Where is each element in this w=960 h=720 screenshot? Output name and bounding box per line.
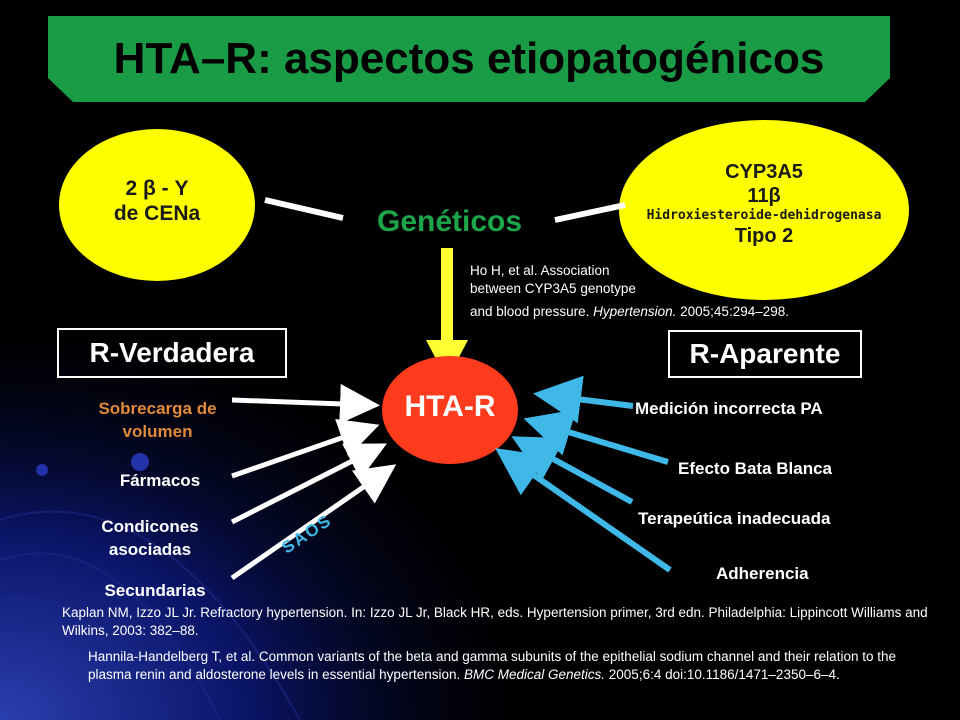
left-oval-line2: de CENa: [113, 202, 201, 226]
ho-citation-line1: Ho H, et al. Association: [470, 263, 610, 278]
ho-citation-journal: Hypertension.: [593, 304, 677, 320]
decor-dot: [36, 464, 48, 476]
yellow-arrow-shaft: [441, 248, 453, 340]
ho-citation-suffix: 2005;45:294–298.: [676, 304, 789, 320]
left-oval: [59, 129, 255, 281]
right-oval-text: CYP3A5 11β Hidroxiesteroide-dehidrogenas…: [620, 160, 908, 248]
arrow-bata: [523, 409, 669, 465]
title-banner: [48, 16, 890, 102]
reference-hannila-journal: BMC Medical Genetics.: [463, 666, 606, 682]
connector-right: [554, 202, 626, 223]
left-oval-line1: 2 β - Y: [125, 177, 189, 200]
left-oval-text: 2 β - Y de CENa: [82, 176, 232, 226]
item-condiciones-line1: Condicones: [101, 517, 199, 536]
right-oval-line4: Tipo 2: [734, 224, 794, 247]
right-oval-line3: Hidroxiesteroide-dehidrogenasa: [646, 208, 882, 223]
connector-left: [264, 197, 344, 221]
page-title: HTA–R: aspectos etiopatogénicos: [113, 34, 825, 83]
r-aparente-header: R-Aparente: [668, 330, 862, 378]
right-oval-line2: 11β: [747, 185, 781, 207]
item-medicion: Medición incorrecta PA: [635, 399, 823, 418]
item-sobrecarga-line2: volumen: [122, 421, 193, 441]
item-sobrecarga-line1: Sobrecarga de: [98, 399, 217, 418]
genetics-label: Genéticos: [377, 205, 523, 238]
right-arrows: [495, 375, 672, 573]
arrow-sobrecarga: [231, 383, 380, 424]
reference-hannila: Hannila-Handelberg T, et al. Common vari…: [88, 648, 918, 683]
item-farmacos-line1: Fármacos: [119, 471, 201, 490]
center-label: HTA-R: [404, 390, 496, 423]
decor-streaks: [0, 510, 301, 720]
item-secundarias: Secundarias: [80, 580, 230, 603]
ho-citation-line3: and blood pressure. Hypertension. 2005;4…: [470, 303, 870, 321]
arrow-farmacos: [231, 418, 380, 479]
arrow-adherencia: [495, 448, 672, 573]
center-circle: [382, 356, 518, 464]
item-terapeutica: Terapeútica inadecuada: [638, 509, 831, 528]
item-adherencia: Adherencia: [716, 564, 809, 583]
reference-kaplan: Kaplan NM, Izzo JL Jr. Refractory hypert…: [62, 605, 928, 638]
arrow-medicion: [533, 375, 634, 424]
item-sobrecarga: Sobrecarga de volumen: [70, 398, 245, 444]
ho-citation-line2: between CYP3A5 genotype: [470, 280, 636, 296]
right-oval: [619, 120, 909, 300]
reference-hannila-suffix: 2005;6:4 doi:10.1186/1471–2350–6–4.: [605, 666, 840, 682]
item-condiciones: Condicones asociadas: [75, 516, 225, 562]
right-oval-line1: CYP3A5: [725, 161, 803, 183]
arrow-condiciones: [230, 443, 387, 525]
ho-citation: Ho H, et al. Association between CYP3A5 …: [470, 262, 870, 321]
item-condiciones-line2: asociadas: [108, 539, 192, 559]
left-arrows: [230, 383, 397, 581]
item-bata: Efecto Bata Blanca: [678, 459, 832, 478]
arrow-secundarias: [230, 464, 397, 581]
decor-dot: [131, 453, 149, 471]
reference-hannila-text: Hannila-Handelberg T, et al. Common vari…: [88, 649, 896, 682]
ho-citation-prefix: and blood pressure.: [470, 304, 594, 320]
r-verdadera-header: R-Verdadera: [57, 328, 287, 378]
item-farmacos: Fármacos: [85, 470, 235, 493]
item-secundarias-line1: Secundarias: [104, 581, 206, 600]
